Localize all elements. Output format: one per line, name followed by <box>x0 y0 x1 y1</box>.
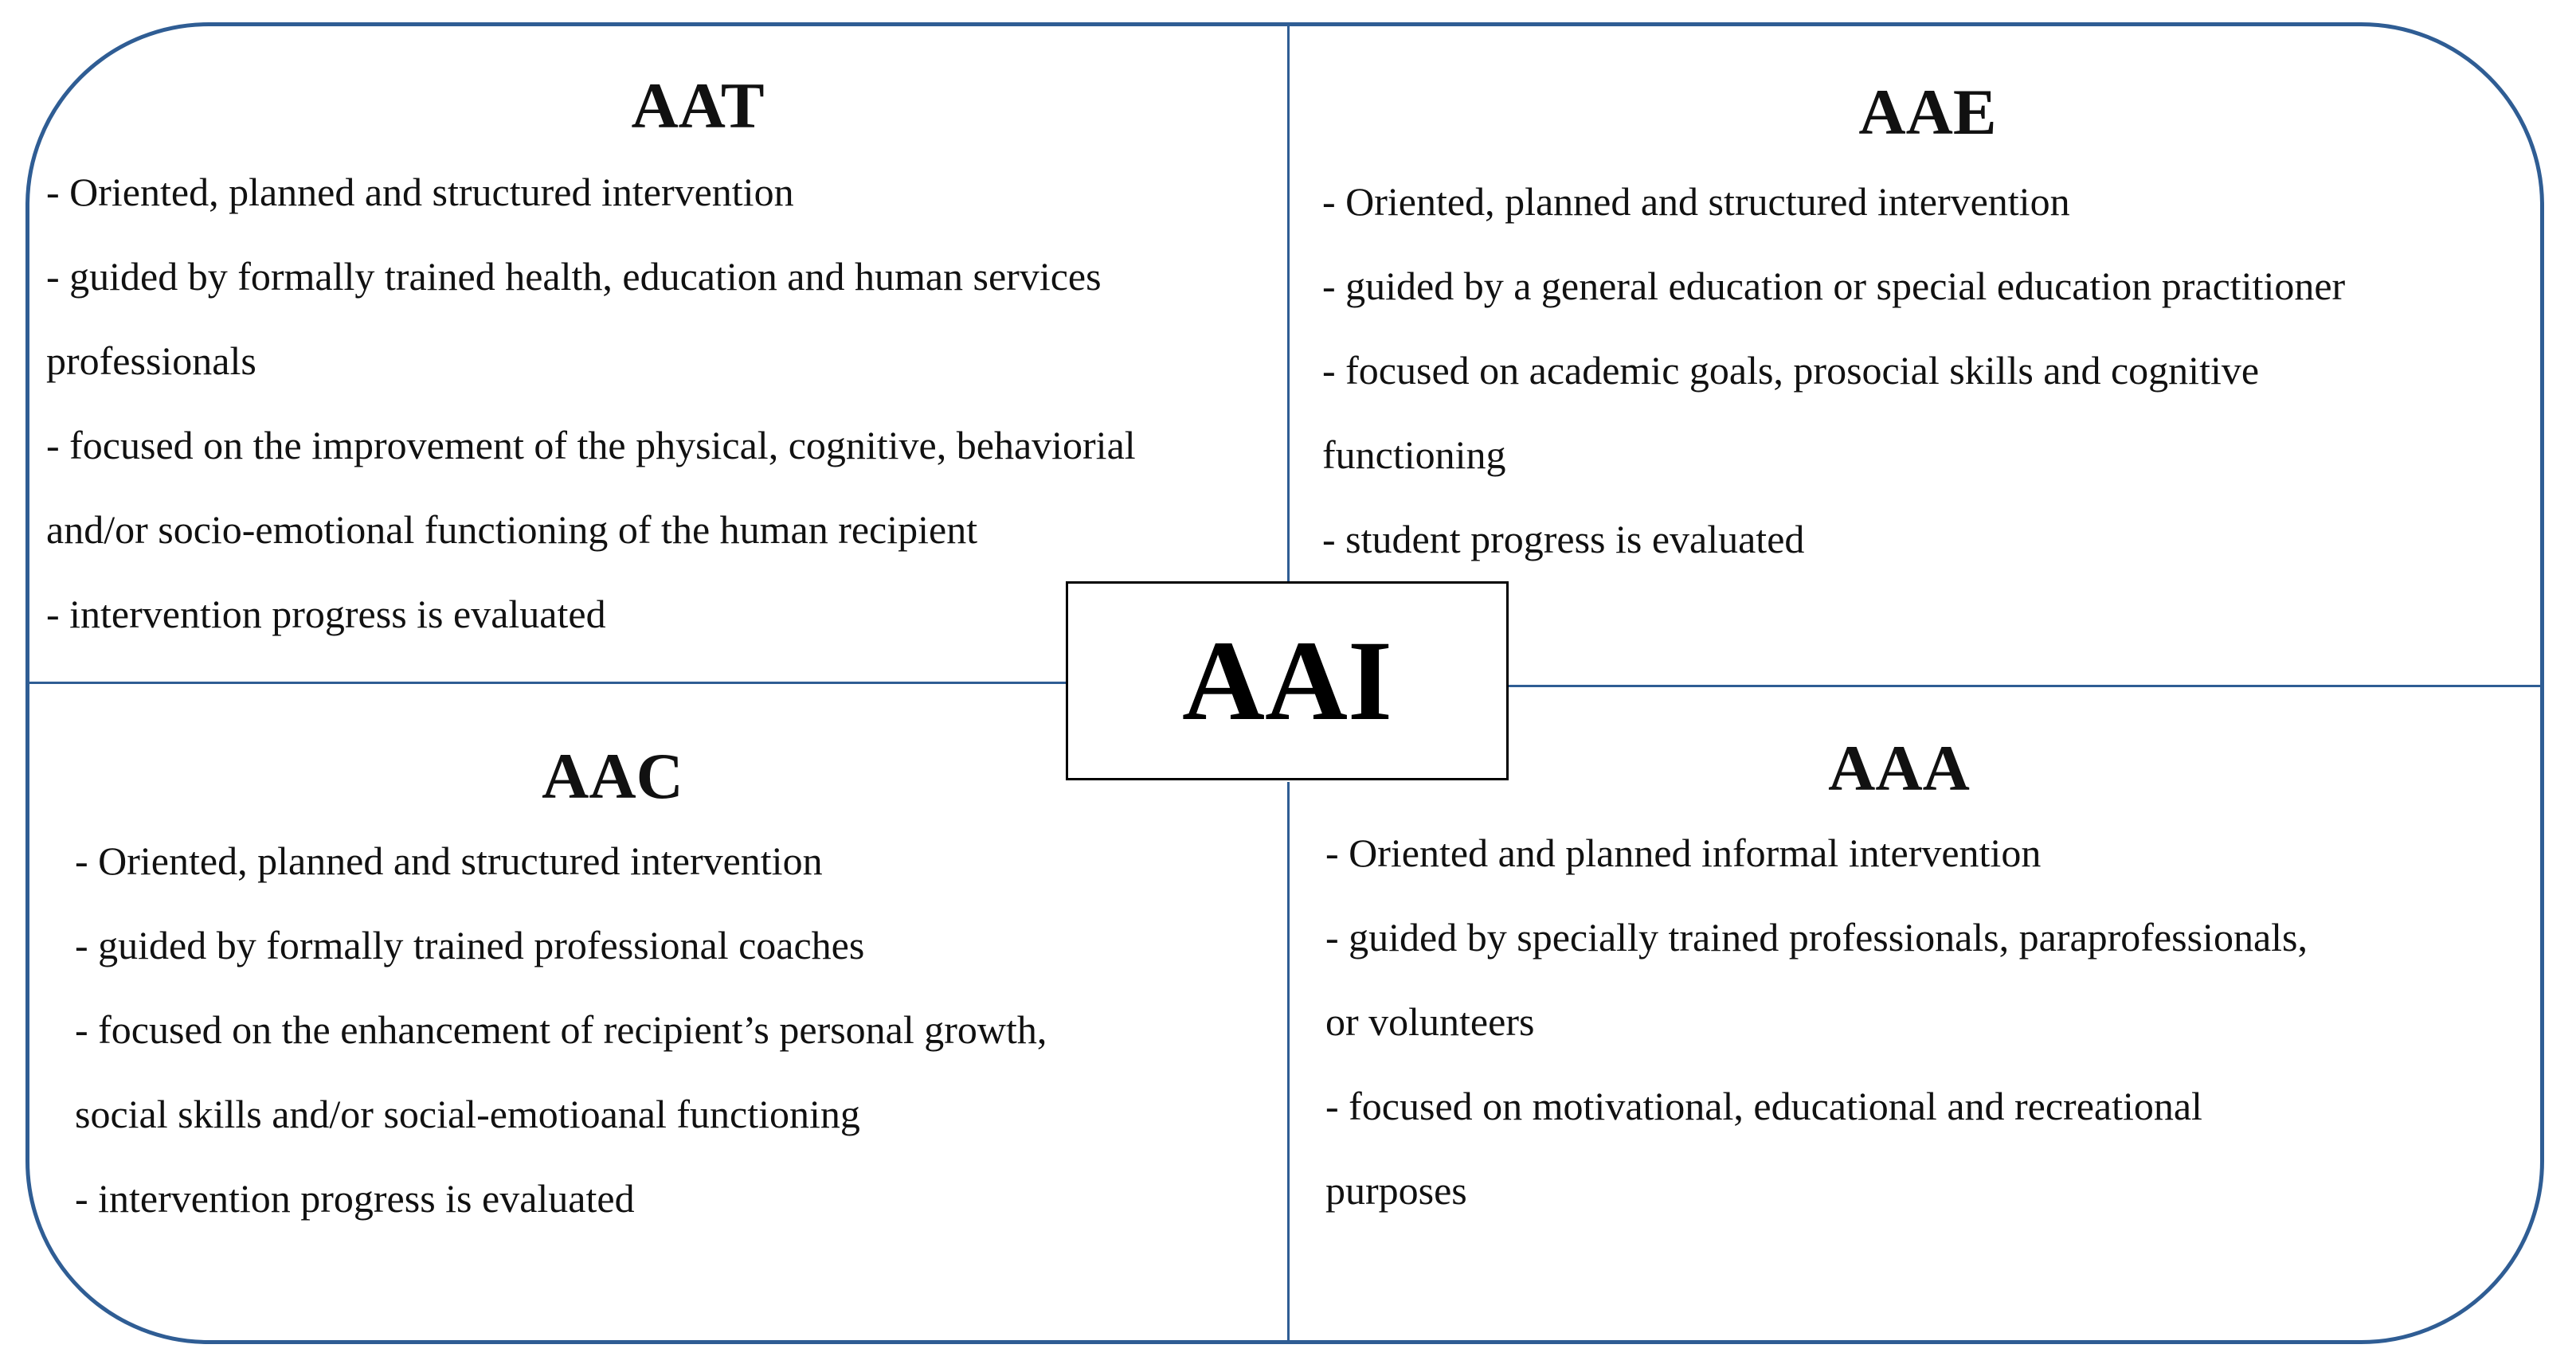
list-item: - Oriented, planned and structured inter… <box>1322 179 2070 224</box>
quadrant-list-aat: - Oriented, planned and structured inter… <box>46 150 1286 656</box>
list-item: - focused on academic goals, prosocial s… <box>1322 348 2260 393</box>
list-item: - guided by specially trained profession… <box>1325 915 2308 960</box>
list-item: - focused on the enhancement of recipien… <box>75 1007 1047 1052</box>
list-item: and/or socio-emotional functioning of th… <box>46 507 978 552</box>
list-item: - Oriented, planned and structured inter… <box>75 838 823 883</box>
list-item: functioning <box>1322 432 1506 477</box>
center-box-aai: AAI <box>1066 581 1509 780</box>
list-item: - Oriented, planned and structured inter… <box>46 170 794 214</box>
quadrant-title-aaa: AAA <box>1828 732 1970 804</box>
list-item: social skills and/or social-emotioanal f… <box>75 1092 860 1136</box>
list-item: - Oriented and planned informal interven… <box>1325 831 2042 875</box>
quadrant-aat: AAT - Oriented, planned and structured i… <box>46 73 1286 656</box>
quadrant-title-aac: AAC <box>542 740 683 812</box>
vertical-divider-top <box>1287 25 1290 583</box>
quadrant-title-aae: AAE <box>1858 76 1997 148</box>
quadrant-title-aat: AAT <box>631 69 765 142</box>
quadrant-list-aac: - Oriented, planned and structured inter… <box>75 819 1270 1241</box>
list-item: purposes <box>1325 1168 1467 1213</box>
list-item: professionals <box>46 338 256 383</box>
list-item: - focused on motivational, educational a… <box>1325 1084 2202 1128</box>
vertical-divider-bottom <box>1287 782 1290 1341</box>
list-item: - guided by a general education or speci… <box>1322 264 2346 308</box>
center-label: AAI <box>1181 617 1393 745</box>
list-item: - student progress is evaluated <box>1322 517 1805 561</box>
quadrant-list-aae: - Oriented, planned and structured inter… <box>1322 159 2533 581</box>
horizontal-divider-right <box>1509 685 2541 687</box>
list-item: - intervention progress is evaluated <box>46 592 606 636</box>
list-item: - intervention progress is evaluated <box>75 1176 635 1221</box>
quadrant-aae: AAE - Oriented, planned and structured i… <box>1322 80 2533 581</box>
quadrant-aac: AAC - Oriented, planned and structured i… <box>75 744 1270 1241</box>
list-item: - focused on the improvement of the phys… <box>46 423 1136 467</box>
list-item: - guided by formally trained health, edu… <box>46 254 1102 299</box>
horizontal-divider-left <box>27 682 1066 684</box>
quadrant-aaa: AAA - Oriented and planned informal inte… <box>1325 736 2536 1233</box>
list-item: - guided by formally trained professiona… <box>75 923 865 967</box>
quadrant-list-aaa: - Oriented and planned informal interven… <box>1325 811 2536 1233</box>
list-item: or volunteers <box>1325 999 1535 1044</box>
